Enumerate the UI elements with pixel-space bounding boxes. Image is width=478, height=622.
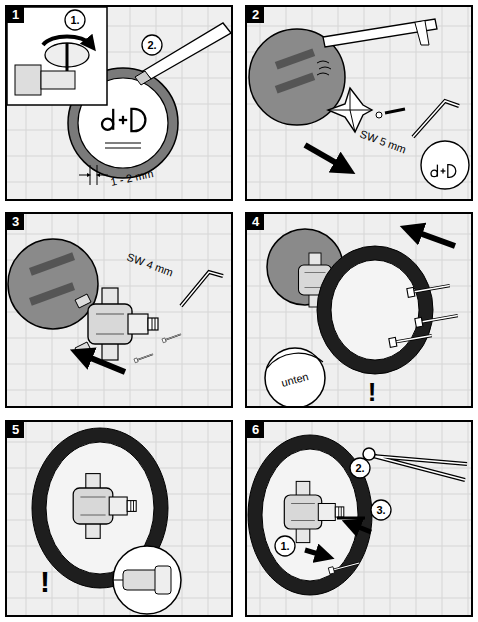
step-number: 2 [247,7,264,23]
step-number: 6 [247,422,264,438]
step-number: 1 [7,7,24,23]
step-panel: 1 [5,5,233,201]
step-panel: 5 [5,420,233,617]
step-number: 4 [247,214,264,230]
step-panel: 2 [245,5,473,201]
warning-mark: ! [368,379,377,405]
callout-number: 3. [376,505,385,516]
step-number: 3 [7,214,24,230]
callout-number: 1. [70,15,79,26]
callout-number: 2. [147,40,156,51]
callout-number: 2. [355,463,364,474]
warning-mark: ! [40,567,50,597]
step-panel: 6 [245,420,473,617]
callout-number: 1. [280,541,289,552]
step-number: 5 [7,422,24,438]
step-panel: 3 [5,212,233,408]
step-panel: 4 [245,212,473,408]
